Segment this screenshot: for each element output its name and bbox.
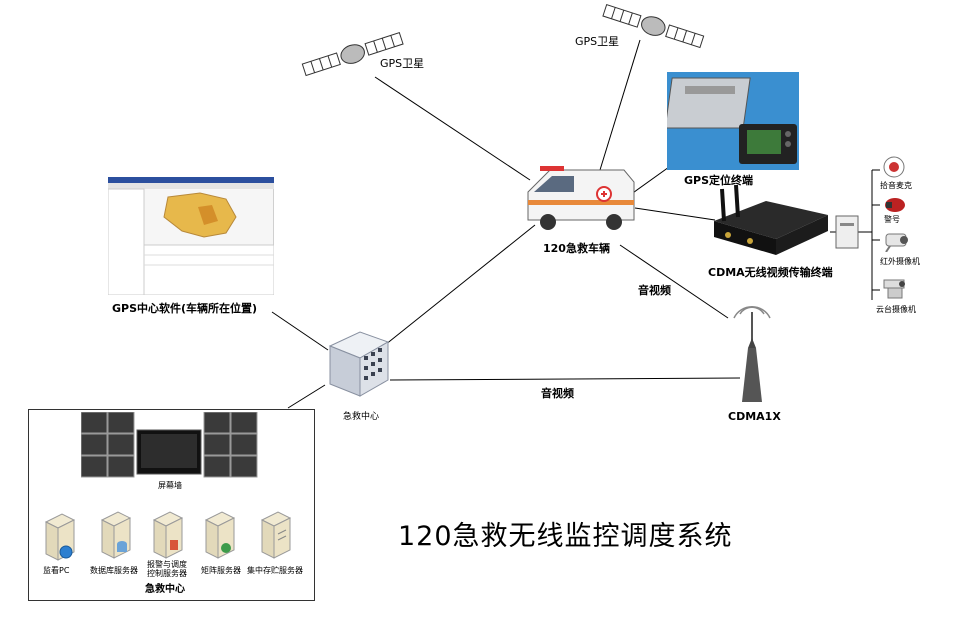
- ir-camera-icon: [885, 233, 908, 252]
- ptz-camera-icon: [883, 279, 905, 299]
- server-database-icon: [100, 511, 132, 559]
- link-label-audio-video-lower: 音视频: [541, 387, 574, 400]
- server-label-dispatch: 报警与调度控制服务器: [147, 560, 187, 578]
- cdma-tower-label: CDMA1X: [728, 410, 781, 423]
- server-label-database: 数据库服务器: [90, 566, 138, 575]
- satellite-left-icon: [301, 31, 404, 77]
- screen-wall-icon: [81, 412, 258, 478]
- junction-box-icon: [835, 215, 859, 249]
- ambulance-label: 120急救车辆: [543, 242, 610, 255]
- server-pc-icon: [44, 513, 76, 561]
- link-software-center: [271, 311, 329, 351]
- peripheral-label-ptz-camera: 云台摄像机: [876, 305, 916, 314]
- peripheral-label-ir-camera: 红外摄像机: [880, 257, 920, 266]
- satellite-right-label: GPS卫星: [575, 35, 620, 48]
- link-sat-left-ambulance: [374, 76, 531, 181]
- center-building-icon: [328, 331, 390, 397]
- page-title: 120急救无线监控调度系统: [398, 521, 733, 552]
- gps-terminal-label: GPS定位终端: [684, 174, 754, 187]
- center-building-label: 急救中心: [343, 412, 380, 422]
- satellite-right-icon: [602, 3, 705, 49]
- server-label-storage: 集中存贮服务器: [247, 566, 303, 575]
- link-ambulance-cdma-terminal: [634, 207, 716, 221]
- server-storage-icon: [260, 511, 292, 559]
- link-sat-right-ambulance: [599, 39, 641, 171]
- microphone-icon: [883, 156, 905, 178]
- screen-wall-label: 屏幕墙: [158, 481, 182, 490]
- cdma-terminal-label: CDMA无线视频传输终端: [708, 266, 833, 279]
- link-ambulance-center: [384, 224, 536, 346]
- satellite-left-label: GPS卫星: [380, 57, 425, 70]
- link-ambulance-tower: [619, 244, 729, 319]
- link-center-tower: [389, 377, 741, 381]
- center-box-label: 急救中心: [145, 584, 185, 595]
- siren-icon: [885, 198, 905, 212]
- server-label-matrix: 矩阵服务器: [201, 566, 241, 575]
- server-label-pc: 监看PC: [43, 566, 70, 575]
- cdma-terminal-icon: [714, 184, 828, 255]
- server-matrix-icon: [204, 511, 236, 559]
- gps-software-label: GPS中心软件(车辆所在位置): [112, 302, 258, 315]
- peripheral-label-siren: 警号: [884, 215, 900, 224]
- peripheral-label-mic: 拾音麦克: [880, 181, 912, 190]
- server-dispatch-icon: [152, 511, 184, 559]
- link-center-box: [287, 384, 326, 409]
- cdma-tower-icon: [733, 306, 771, 402]
- gps-software-screenshot: [108, 177, 274, 295]
- gps-terminal-image: [667, 72, 799, 170]
- link-label-audio-video-upper: 音视频: [638, 284, 671, 297]
- ambulance-icon: [527, 166, 635, 230]
